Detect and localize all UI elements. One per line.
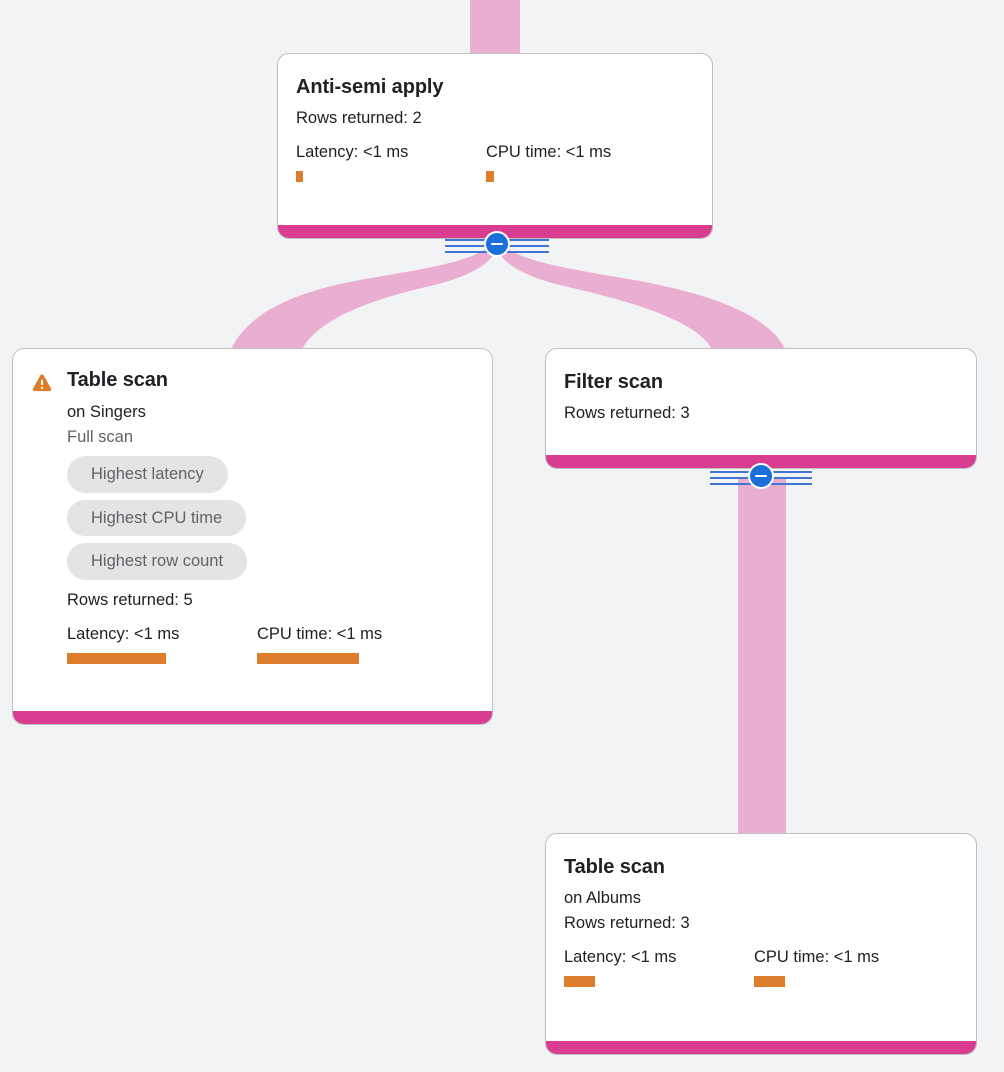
node-chip-list: Highest latency Highest CPU time Highest…: [67, 456, 474, 580]
metric-cpu-time-bar: [257, 652, 359, 664]
metric-latency-label: Latency: <1 ms: [296, 143, 409, 161]
chip-highest-latency[interactable]: Highest latency: [67, 456, 228, 493]
node-rows-returned: Rows returned: 3: [564, 914, 690, 932]
node-title: Anti-semi apply: [296, 76, 444, 98]
node-header: Anti-semi apply: [296, 74, 694, 100]
node-metrics: Latency: <1 ms CPU time: <1 ms: [67, 624, 474, 664]
metric-cpu-time: CPU time: <1 ms: [754, 947, 879, 987]
edge-anti-semi-apply-to-filter-scan: [497, 245, 785, 349]
node-subtitle: on Singers: [67, 403, 146, 421]
chip-highest-cpu-time[interactable]: Highest CPU time: [67, 499, 247, 536]
node-metrics: Latency: <1 ms CPU time: <1 ms: [296, 142, 694, 182]
collapse-toggle-anti-semi-apply[interactable]: [445, 230, 549, 258]
node-header: Table scan: [564, 854, 958, 880]
metric-latency: Latency: <1 ms: [564, 947, 754, 987]
minus-icon[interactable]: [484, 231, 510, 257]
node-rows-returned: Rows returned: 2: [296, 109, 422, 127]
metric-latency: Latency: <1 ms: [296, 142, 486, 182]
node-title: Table scan: [564, 856, 665, 878]
node-title: Filter scan: [564, 371, 663, 393]
plan-node-anti-semi-apply[interactable]: Anti-semi apply Rows returned: 2 Latency…: [277, 53, 713, 239]
node-title: Table scan: [67, 369, 168, 391]
node-rows-returned: Rows returned: 5: [67, 590, 193, 609]
node-subtitle: on Albums: [564, 889, 642, 907]
plan-node-filter-scan[interactable]: Filter scan Rows returned: 3: [545, 348, 977, 469]
metric-cpu-time-label: CPU time: <1 ms: [257, 624, 383, 643]
edge-filter-scan-to-table-scan-albums: [738, 477, 786, 834]
node-scan-type: Full scan: [67, 428, 134, 446]
node-footer-bar: [13, 711, 492, 724]
node-metrics: Latency: <1 ms CPU time: <1 ms: [564, 947, 958, 987]
metric-latency-bar: [564, 976, 595, 987]
metric-cpu-time-bar: [486, 171, 494, 182]
node-body: Table scan on Albums Rows returned: 3 La…: [546, 834, 976, 1041]
edge-root-inbound: [470, 0, 520, 54]
metric-latency-label: Latency: <1 ms: [564, 948, 677, 966]
metric-cpu-time-bar: [754, 976, 785, 987]
plan-node-table-scan-singers[interactable]: Table scan on Singers Full scan Highest …: [12, 348, 493, 725]
node-footer-bar: [546, 1041, 976, 1054]
metric-latency-label: Latency: <1 ms: [67, 624, 180, 643]
edge-anti-semi-apply-to-table-scan-singers: [231, 245, 497, 349]
metric-latency-bar: [67, 652, 166, 664]
node-body: Anti-semi apply Rows returned: 2 Latency…: [278, 54, 712, 225]
metric-latency-bar: [296, 171, 303, 182]
chip-highest-row-count[interactable]: Highest row count: [67, 543, 248, 580]
node-header: Table scan: [31, 367, 474, 394]
plan-node-table-scan-albums[interactable]: Table scan on Albums Rows returned: 3 La…: [545, 833, 977, 1055]
node-body: Table scan on Singers Full scan Highest …: [13, 349, 492, 711]
node-header: Filter scan: [564, 369, 958, 395]
minus-icon[interactable]: [748, 463, 774, 489]
node-footer-bar: [546, 455, 976, 468]
metric-cpu-time: CPU time: <1 ms: [486, 142, 611, 182]
warning-triangle-icon: [32, 374, 52, 392]
metric-cpu-time-label: CPU time: <1 ms: [486, 143, 612, 161]
node-detail-column: on Singers Full scan Highest latency Hig…: [31, 400, 474, 664]
node-body: Filter scan Rows returned: 3: [546, 349, 976, 455]
metric-cpu-time-label: CPU time: <1 ms: [754, 948, 880, 966]
metric-latency: Latency: <1 ms: [67, 624, 257, 664]
metric-cpu-time: CPU time: <1 ms: [257, 624, 382, 664]
node-rows-returned: Rows returned: 3: [564, 404, 690, 422]
collapse-toggle-filter-scan[interactable]: [710, 462, 812, 490]
